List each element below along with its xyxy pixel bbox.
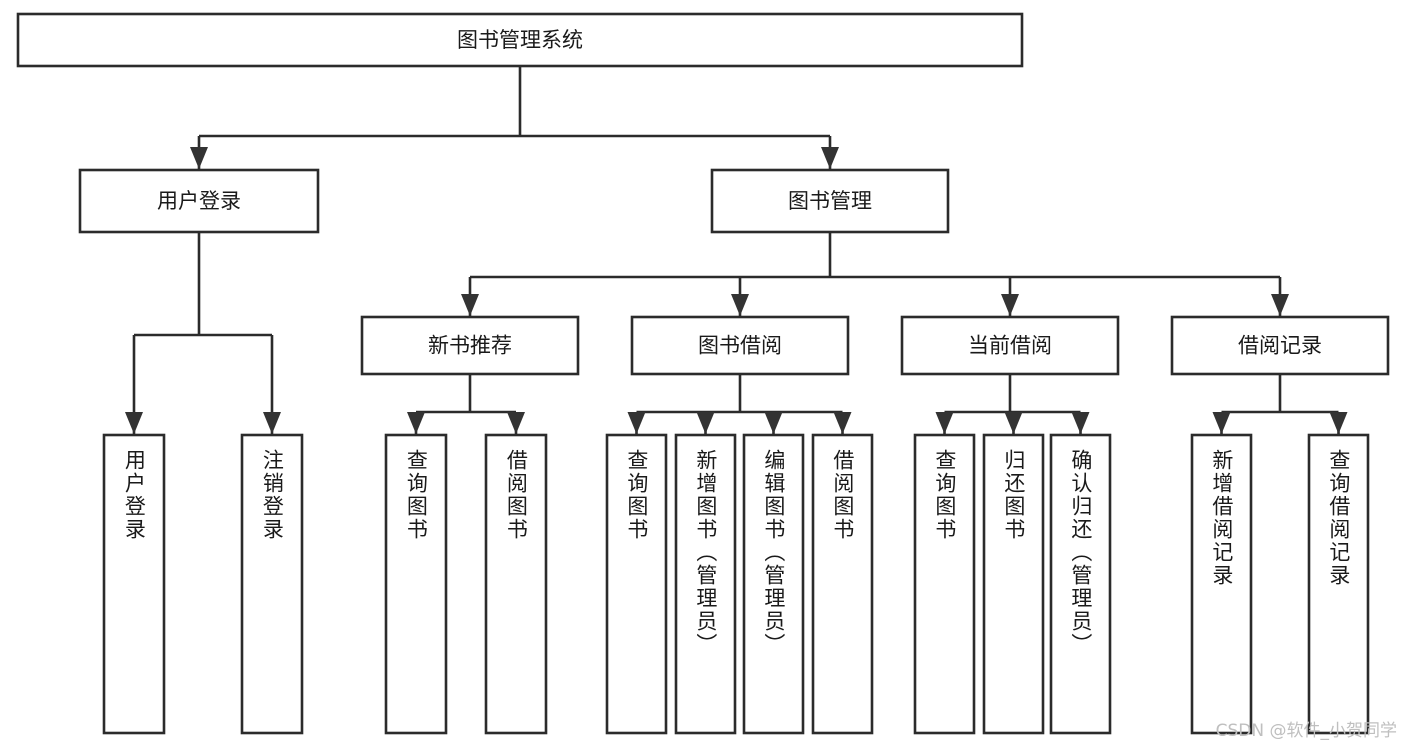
leaf-node-leaf-borrow-book-2[interactable] xyxy=(811,433,874,735)
leaf-node-leaf-borrow-book-1[interactable] xyxy=(484,433,548,735)
node-label-new-book-rec: 新书推荐 xyxy=(428,334,512,358)
arrow-head-icon xyxy=(935,412,954,434)
leaf-node-leaf-query-record[interactable] xyxy=(1307,433,1370,735)
arrow-head-icon xyxy=(1212,412,1231,434)
node-label-user-login: 用户登录 xyxy=(157,189,241,213)
leaf-node-leaf-edit-book[interactable] xyxy=(742,433,805,735)
level2-node-book-manage[interactable] xyxy=(710,168,950,234)
leaf-node-leaf-query-book-3[interactable] xyxy=(913,433,976,735)
arrow-head-icon xyxy=(821,147,839,169)
level3-node-new-book-rec[interactable] xyxy=(360,315,580,376)
root-node-root[interactable] xyxy=(16,12,1024,68)
arrow-head-icon xyxy=(731,294,749,316)
leaf-node-leaf-query-book-1[interactable] xyxy=(384,433,448,735)
arrow-head-icon xyxy=(833,412,852,434)
leaf-node-leaf-user-login[interactable] xyxy=(102,433,166,735)
level3-node-book-borrow[interactable] xyxy=(630,315,850,376)
arrow-head-icon xyxy=(1004,412,1023,434)
node-label-current-borrow: 当前借阅 xyxy=(968,334,1052,358)
arrow-head-icon xyxy=(764,412,783,434)
arrow-head-icon xyxy=(263,412,281,434)
arrow-head-icon xyxy=(461,294,479,316)
leaf-node-leaf-return-book[interactable] xyxy=(982,433,1045,735)
edges-layer xyxy=(125,66,1348,434)
node-label-root: 图书管理系统 xyxy=(457,28,583,52)
arrow-head-icon xyxy=(627,412,646,434)
arrow-head-icon xyxy=(696,412,715,434)
node-label-borrow-record: 借阅记录 xyxy=(1238,334,1322,358)
level3-node-borrow-record[interactable] xyxy=(1170,315,1390,376)
leaf-node-leaf-query-book-2[interactable] xyxy=(605,433,668,735)
watermark-text: CSDN @软件_小贺同学 xyxy=(1215,721,1397,741)
arrow-head-icon xyxy=(1071,412,1090,434)
leaf-node-leaf-add-book[interactable] xyxy=(674,433,737,735)
boxes-layer xyxy=(16,12,1390,735)
leaf-node-leaf-user-logout[interactable] xyxy=(240,433,304,735)
leaf-node-leaf-add-record[interactable] xyxy=(1190,433,1253,735)
arrow-head-icon xyxy=(1329,412,1348,434)
arrow-head-icon xyxy=(407,412,425,434)
node-label-book-manage: 图书管理 xyxy=(788,189,872,213)
arrow-head-icon xyxy=(507,412,525,434)
arrow-head-icon xyxy=(125,412,143,434)
level2-node-user-login[interactable] xyxy=(78,168,320,234)
node-label-book-borrow: 图书借阅 xyxy=(698,334,782,358)
arrow-head-icon xyxy=(1001,294,1019,316)
arrow-head-icon xyxy=(1271,294,1289,316)
leaf-node-leaf-confirm-return[interactable] xyxy=(1049,433,1112,735)
arrow-head-icon xyxy=(190,147,208,169)
level3-node-current-borrow[interactable] xyxy=(900,315,1120,376)
